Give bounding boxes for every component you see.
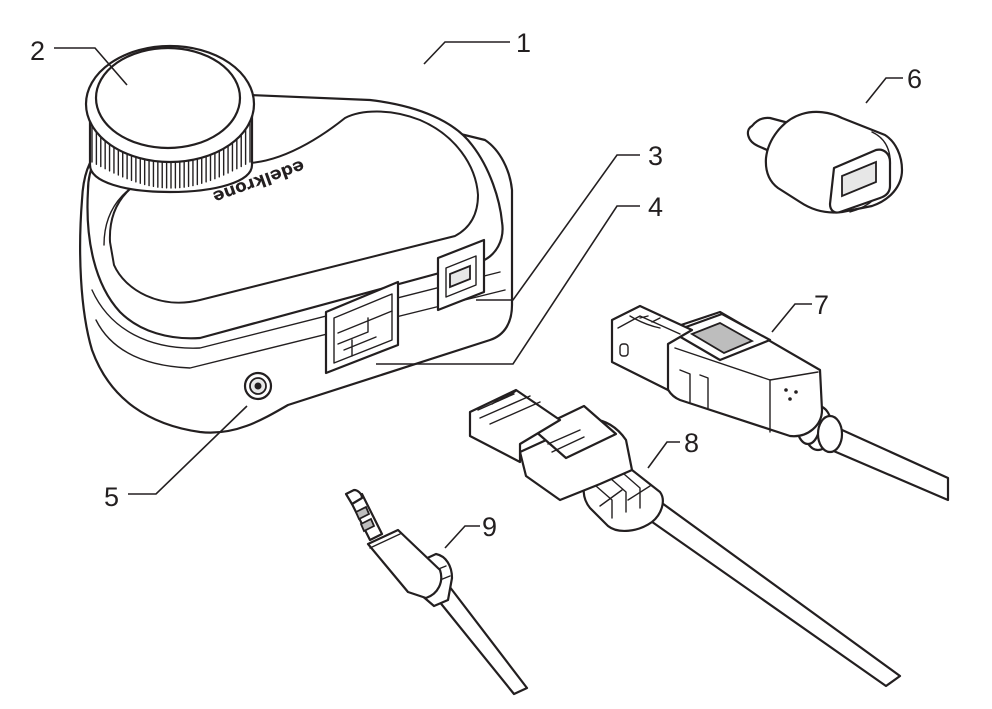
leader-4 xyxy=(376,205,640,365)
leader-3 xyxy=(476,154,640,301)
control-knob xyxy=(84,44,256,194)
audio-cable xyxy=(344,488,529,696)
usb-b-socket xyxy=(436,238,486,312)
callout-6: 6 xyxy=(907,64,922,94)
leader-5 xyxy=(128,405,248,495)
leader-7 xyxy=(771,303,812,333)
usb-c-otg-adapter xyxy=(746,110,904,214)
callout-3: 3 xyxy=(648,141,663,171)
rj-cable xyxy=(468,388,902,688)
audio-jack-socket xyxy=(243,371,273,401)
callout-7: 7 xyxy=(814,290,829,320)
leader-9 xyxy=(444,525,480,549)
rj-port-socket xyxy=(324,280,400,375)
callout-1: 1 xyxy=(516,28,531,58)
callout-labels: 1 2 3 4 5 6 7 8 9 xyxy=(30,28,922,542)
callout-5: 5 xyxy=(104,482,119,512)
leader-lines xyxy=(54,41,903,549)
leader-2 xyxy=(54,47,128,86)
callout-9: 9 xyxy=(482,512,497,542)
usb-b-cable xyxy=(610,304,950,502)
leader-1 xyxy=(423,41,510,65)
leader-8 xyxy=(647,441,680,469)
callout-8: 8 xyxy=(684,428,699,458)
callout-4: 4 xyxy=(648,192,663,222)
callout-2: 2 xyxy=(30,36,45,66)
leader-6 xyxy=(865,77,903,104)
